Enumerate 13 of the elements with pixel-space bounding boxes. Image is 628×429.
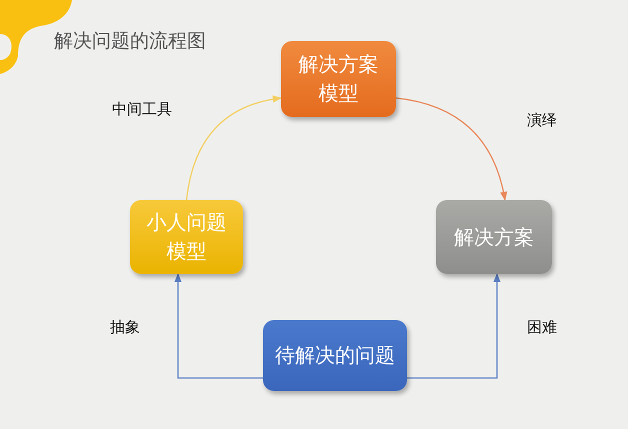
arrow: [174, 273, 263, 379]
arrow: [407, 273, 501, 379]
model-box: 解决方案模型: [281, 41, 396, 117]
problem-box: 待解决的问题: [263, 320, 407, 391]
edge-label: 中间工具: [112, 100, 172, 119]
solution-box: 解决方案: [436, 200, 552, 274]
arrow: [396, 97, 507, 201]
edge-label: 困难: [527, 318, 557, 337]
arrow: [186, 96, 282, 200]
model-box: 小人问题模型: [130, 200, 243, 274]
edge-label: 抽象: [110, 318, 140, 337]
edge-label: 演绎: [527, 111, 557, 130]
diagram-title: 解决问题的流程图: [54, 29, 206, 54]
